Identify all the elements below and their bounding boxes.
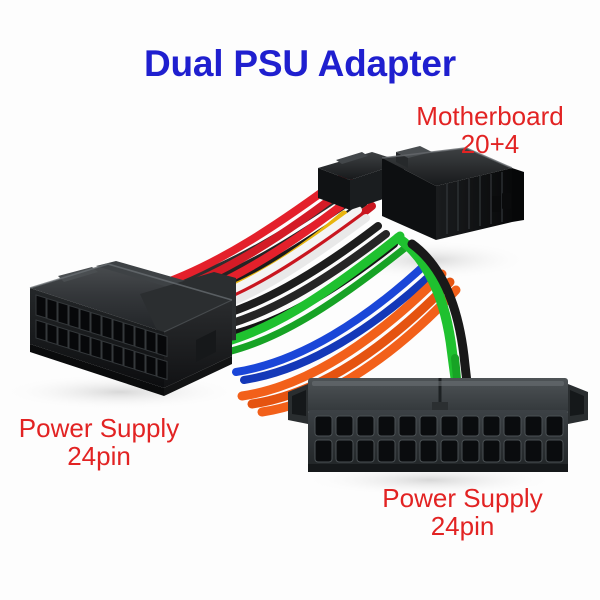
psu-left-connector: [29, 261, 236, 396]
motherboard-connector: [318, 146, 524, 240]
psu-right-label-line1: Power Supply: [382, 483, 543, 513]
motherboard-label-line1: Motherboard: [416, 101, 564, 131]
psu-right-label-line2: 24pin: [430, 510, 495, 541]
motherboard-label-line2: 20+4: [460, 128, 520, 159]
psu-right-label: Power Supply 24pin: [355, 483, 570, 541]
psu-right-connector: [288, 378, 588, 472]
psu-right-pin-grid: [314, 415, 564, 463]
motherboard-label: Motherboard 20+4: [400, 101, 580, 159]
psu-left-label-line1: Power Supply: [18, 413, 180, 443]
psu-left-label: Power Supply 24pin: [4, 413, 194, 471]
psu-left-label-line2: 24pin: [67, 440, 131, 471]
psu-left-pin-grid: [35, 294, 168, 381]
page-title: Dual PSU Adapter: [143, 43, 457, 84]
